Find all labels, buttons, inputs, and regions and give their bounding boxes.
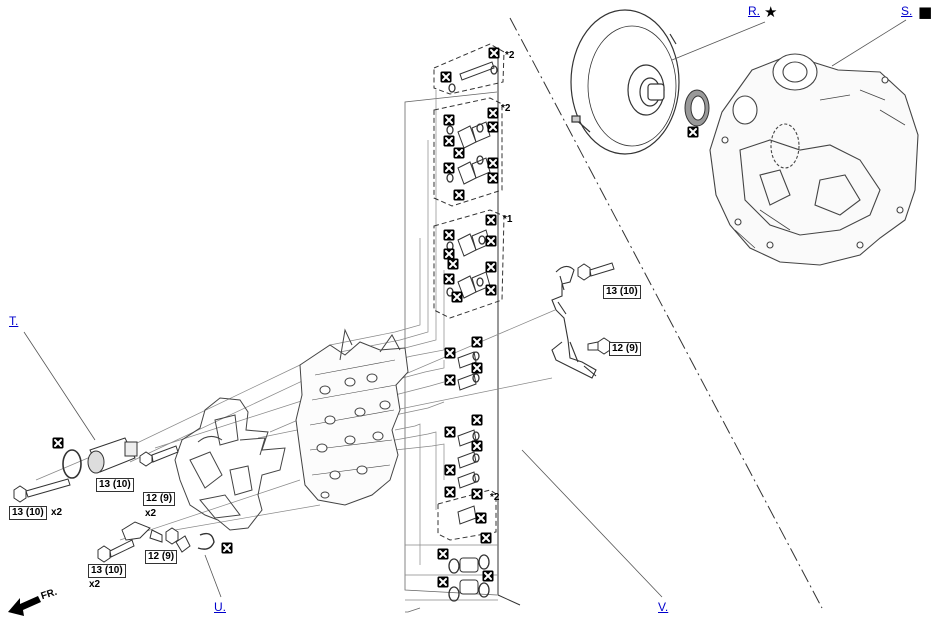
oil-seal [684, 89, 710, 127]
torque-label: 12 (9) [145, 550, 178, 564]
transaxle-housing [709, 53, 919, 266]
note-label: *2 [505, 50, 515, 61]
square-symbol: ■ [918, 3, 933, 21]
solenoid [62, 437, 138, 479]
detent-plate [121, 521, 215, 553]
ref-link-t[interactable]: T. [9, 314, 19, 328]
star-symbol: ★ [764, 3, 778, 21]
note-label: *1 [503, 214, 513, 225]
ref-link-r[interactable]: R. [748, 4, 760, 18]
torque-label: 13 (10) [603, 285, 641, 299]
torque-label: 13 (10) [9, 506, 47, 520]
torque-label: 12 (9) [609, 342, 642, 356]
valve-body [295, 328, 409, 506]
torque-label: 12 (9) [143, 492, 176, 506]
ref-link-v[interactable]: V. [658, 600, 669, 614]
note-label: *2 [490, 492, 500, 503]
oil-pipe [551, 265, 597, 379]
quantity-label: x2 [51, 507, 63, 518]
quantity-label: x2 [89, 579, 101, 590]
divider-line [509, 17, 823, 609]
ref-link-u[interactable]: U. [214, 600, 226, 614]
bolts [13, 262, 615, 563]
arrow-icon [8, 596, 41, 616]
torque-label: 13 (10) [96, 478, 134, 492]
separator-plate [174, 397, 286, 531]
torque-label: 13 (10) [88, 564, 126, 578]
note-label: *2 [501, 103, 511, 114]
o-rings [446, 65, 498, 602]
valve-parts-stack [433, 43, 505, 595]
quantity-label: x2 [145, 508, 157, 519]
torque-converter [570, 9, 680, 155]
ref-link-s[interactable]: S. [901, 4, 913, 18]
